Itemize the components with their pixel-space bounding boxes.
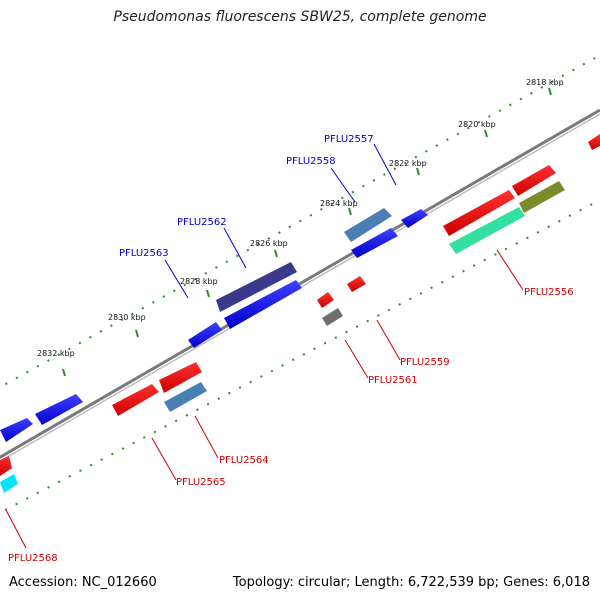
- gene-forward: [344, 208, 392, 242]
- gene-labels: PFLU2557 PFLU2558 PFLU2562 PFLU2563 PFLU…: [8, 134, 574, 564]
- kbp-label: 2832 kbp: [37, 349, 75, 358]
- gene-label: PFLU2565: [176, 477, 226, 488]
- gene-label: PFLU2563: [119, 248, 169, 259]
- kbp-label: 2828 kbp: [180, 277, 218, 286]
- genome-summary-text: Topology: circular; Length: 6,722,539 bp…: [232, 575, 590, 590]
- kbp-label: 2824 kbp: [320, 199, 358, 208]
- kbp-tick: [135, 329, 139, 338]
- gene-label: PFLU2562: [177, 217, 227, 228]
- gene-reverse: [164, 382, 207, 412]
- kbp-label: 2826 kbp: [250, 239, 288, 248]
- leader-lines: [5, 143, 524, 549]
- kbp-label: 2830 kbp: [108, 313, 146, 322]
- gene-reverse: [112, 384, 159, 416]
- gene-forward: [351, 228, 398, 258]
- gene-reverse: [347, 276, 366, 292]
- gene-reverse: [443, 190, 515, 236]
- gene-forward: [188, 322, 222, 348]
- gene-reverse: [322, 308, 343, 326]
- kbp-label: 2820 kbp: [458, 120, 496, 129]
- gene-label: PFLU2568: [8, 553, 58, 564]
- kbp-tick: [274, 249, 278, 258]
- gene-forward: [224, 280, 302, 329]
- gene-reverse: [0, 456, 12, 476]
- gene-forward: [216, 262, 297, 312]
- gene-label: PFLU2556: [524, 287, 574, 298]
- gene-reverse: [0, 474, 18, 493]
- gene-label: PFLU2558: [286, 156, 336, 167]
- forward-genes: [0, 208, 428, 442]
- gene-reverse: [519, 181, 565, 213]
- accession-text: Accession: NC_012660: [9, 575, 157, 590]
- gene-forward: [0, 418, 33, 442]
- kbp-scale: 2818 kbp 2820 kbp 2822 kbp 2824 kbp 2826…: [37, 78, 564, 377]
- kbp-tick: [62, 368, 66, 377]
- kbp-tick: [416, 167, 420, 176]
- gene-reverse: [317, 292, 334, 308]
- reverse-genes: [0, 134, 600, 493]
- gene-label: PFLU2561: [368, 375, 418, 386]
- gene-label: PFLU2564: [219, 455, 269, 466]
- gene-reverse: [512, 165, 556, 196]
- kbp-tick: [348, 207, 352, 216]
- gene-reverse: [588, 134, 600, 150]
- kbp-tick: [548, 87, 552, 96]
- gene-forward: [401, 209, 428, 228]
- kbp-tick: [484, 129, 488, 138]
- gene-forward: [35, 394, 83, 425]
- gene-label: PFLU2557: [324, 134, 374, 145]
- kbp-tick: [206, 289, 210, 298]
- kbp-label: 2818 kbp: [526, 78, 564, 87]
- gene-reverse: [159, 362, 202, 393]
- map-title: Pseudomonas fluorescens SBW25, complete …: [113, 9, 487, 25]
- kbp-label: 2822 kbp: [389, 159, 427, 168]
- gene-label: PFLU2559: [400, 357, 450, 368]
- gene-reverse: [449, 207, 525, 254]
- inner-tick-track: [4, 199, 600, 511]
